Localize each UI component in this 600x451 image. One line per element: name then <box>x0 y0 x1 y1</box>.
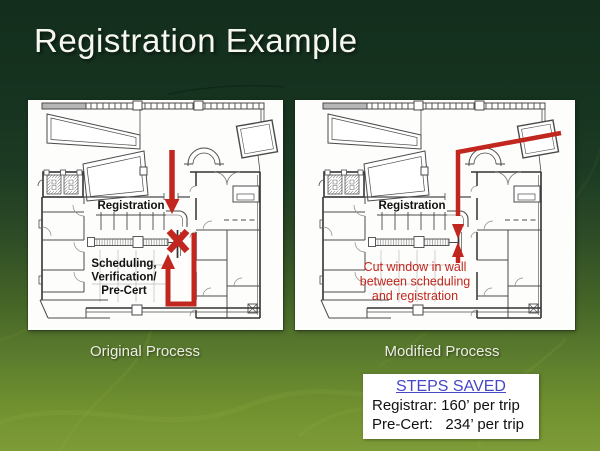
steps-saved-box: STEPS SAVED Registrar: 160’ per trip Pre… <box>363 374 539 439</box>
floorplan-modified-panel: Registration Cut window in wall between … <box>295 100 575 330</box>
scheduling-label-line3: Pre-Cert <box>101 285 147 297</box>
up-arrow-icon <box>161 254 175 269</box>
cut-window-note-line3: and registration <box>372 289 458 303</box>
window-down-arrow-icon <box>452 224 464 239</box>
modified-process-caption: Modified Process <box>384 343 500 360</box>
window-up-arrow-icon <box>452 242 464 257</box>
cut-window-note-line1: Cut window in wall <box>364 260 467 274</box>
registration-label: Registration <box>97 200 164 212</box>
scheduling-label-line1: Scheduling, <box>91 258 156 270</box>
floorplan-original-drawing: Registration Scheduling, Verification/ P… <box>37 100 279 319</box>
modified-route-annotation <box>452 130 562 263</box>
steps-saved-registrar-row: Registrar: 160’ per trip <box>372 397 520 414</box>
scheduling-label-line2: Verification/ <box>91 272 157 284</box>
original-process-caption: Original Process <box>89 343 201 360</box>
registration-label: Registration <box>378 200 445 212</box>
down-arrow-icon <box>164 199 180 214</box>
floorplan-modified-drawing: Registration Cut window in wall between … <box>318 100 562 319</box>
blocked-x-icon <box>166 228 190 254</box>
steps-saved-precert-row: Pre-Cert: 234’ per trip <box>372 416 524 433</box>
page-title: Registration Example <box>34 22 358 59</box>
original-route-annotation <box>161 150 197 307</box>
cut-window-note-line2: between scheduling <box>360 275 471 289</box>
steps-saved-heading: STEPS SAVED <box>396 378 506 395</box>
floorplan-original-panel: Registration Scheduling, Verification/ P… <box>28 100 283 330</box>
